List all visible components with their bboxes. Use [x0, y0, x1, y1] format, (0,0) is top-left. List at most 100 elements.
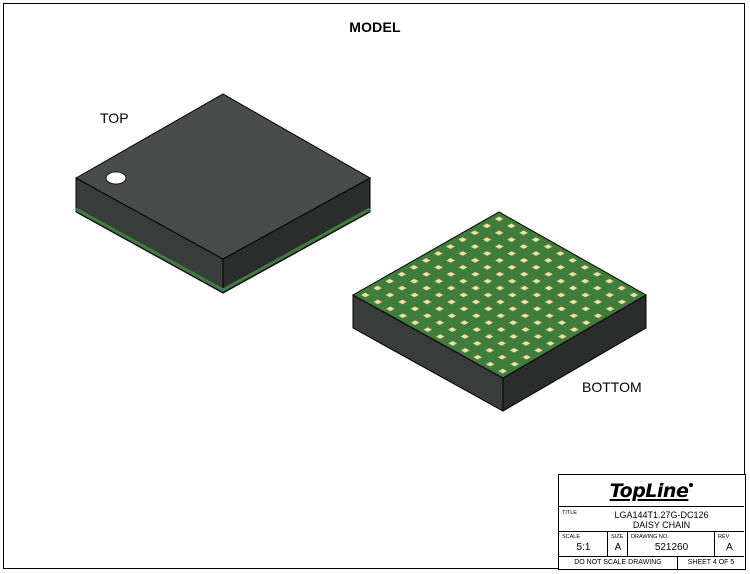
lga-pad [509, 347, 519, 353]
lga-pad [556, 292, 566, 298]
drawing-frame [3, 3, 745, 569]
lga-pad [545, 340, 555, 346]
lga-pad [580, 278, 590, 284]
lga-pad [568, 257, 578, 263]
lga-pad [397, 299, 407, 305]
lga-pad [446, 271, 456, 277]
lga-pad [446, 299, 457, 305]
lga-pad [580, 264, 590, 270]
lga-pad [459, 306, 469, 312]
lga-pad [483, 292, 493, 298]
lga-pad [385, 292, 395, 298]
lga-pad [531, 264, 541, 270]
lga-pad [533, 320, 543, 326]
lga-pad [459, 320, 469, 326]
lga-pad [385, 306, 395, 312]
lga-pad [435, 320, 445, 326]
lga-pad [545, 327, 555, 333]
lga-pad [507, 264, 517, 270]
lga-pad [470, 271, 480, 277]
lga-pad [471, 299, 481, 305]
lga-pad [471, 285, 481, 291]
lga-pad [471, 313, 481, 319]
do-not-scale-note: DO NOT SCALE DRAWING [559, 557, 678, 569]
lga-pad [521, 340, 531, 346]
lga-pad [470, 257, 480, 263]
scale-value: 5:1 [576, 542, 591, 553]
lga-pad [519, 244, 529, 250]
lga-pad [568, 271, 578, 277]
lga-pad [445, 244, 455, 250]
lga-pad [447, 327, 457, 333]
lga-pad [510, 361, 520, 367]
lga-pad [604, 278, 614, 284]
title-block: TopLine TITLE LGA144T1.27G-DC126 DAISY C… [558, 474, 746, 570]
lga-pad [581, 320, 591, 326]
lga-pad [410, 306, 420, 312]
title-line-2: DAISY CHAIN [632, 520, 691, 530]
bottom-package-substrate-face [351, 211, 648, 379]
lga-pad [519, 257, 529, 263]
scale-cell: SCALE 5:1 [559, 532, 608, 556]
lga-pad [496, 313, 506, 319]
lga-pad [360, 292, 370, 298]
topline-logo: TopLine [559, 475, 744, 507]
lga-pad [557, 320, 567, 326]
rev-cell: REV A [715, 532, 744, 556]
lga-pad [605, 306, 615, 312]
lga-pad [544, 271, 554, 277]
lga-pad [520, 299, 530, 305]
lga-pad [434, 292, 444, 298]
bottom-view-package [351, 211, 648, 412]
lga-pad [507, 251, 517, 256]
lga-pad [556, 278, 566, 284]
lga-pad [446, 257, 456, 263]
drawing-title: LGA144T1.27G-DC126 DAISY CHAIN [579, 510, 744, 530]
lga-pad [485, 347, 495, 353]
drawing-no-caption: DRAWING NO. [631, 534, 669, 540]
lga-pad [485, 361, 495, 367]
lga-pad [460, 334, 470, 339]
size-value: A [614, 542, 622, 553]
lga-pad [446, 285, 456, 291]
lga-pad [543, 244, 553, 250]
top-package-top-face [74, 93, 372, 260]
lga-pad [385, 278, 395, 284]
drawing-no-value: 521260 [654, 542, 689, 553]
lga-pad [519, 230, 529, 236]
title-line-1: LGA144T1.27G-DC126 [614, 510, 709, 520]
lga-pad [617, 299, 627, 305]
bottom-view-label: BOTTOM [582, 379, 642, 395]
lga-pad [482, 223, 492, 229]
top-view-label: TOP [100, 110, 129, 126]
lga-pad [435, 334, 445, 339]
lga-pad [422, 313, 432, 319]
lga-pad [482, 264, 492, 270]
lga-pad [497, 354, 507, 360]
lga-pad [519, 285, 529, 291]
top-view-package [74, 93, 372, 294]
lga-pad [629, 292, 639, 298]
lga-pad [556, 264, 566, 270]
lga-pad [509, 334, 519, 339]
lga-pad [544, 285, 554, 291]
lga-pad [448, 340, 458, 346]
lga-pad [421, 257, 431, 263]
lga-pad [557, 334, 567, 339]
lga-pad [568, 285, 578, 291]
lga-pad [470, 244, 480, 250]
title-row: TITLE LGA144T1.27G-DC126 DAISY CHAIN [559, 507, 744, 532]
lga-pad [495, 271, 505, 277]
lga-pad [496, 327, 506, 333]
lga-pad [592, 271, 602, 277]
lga-pad [533, 334, 543, 339]
lga-pad [434, 306, 444, 312]
lga-pad [533, 347, 544, 353]
lga-pad [508, 306, 518, 312]
lga-pad [397, 271, 407, 277]
lga-pad [495, 285, 505, 291]
lga-pad [581, 306, 591, 312]
lga-pad [422, 285, 432, 291]
lga-pad [410, 292, 420, 298]
lga-pad [580, 292, 590, 298]
